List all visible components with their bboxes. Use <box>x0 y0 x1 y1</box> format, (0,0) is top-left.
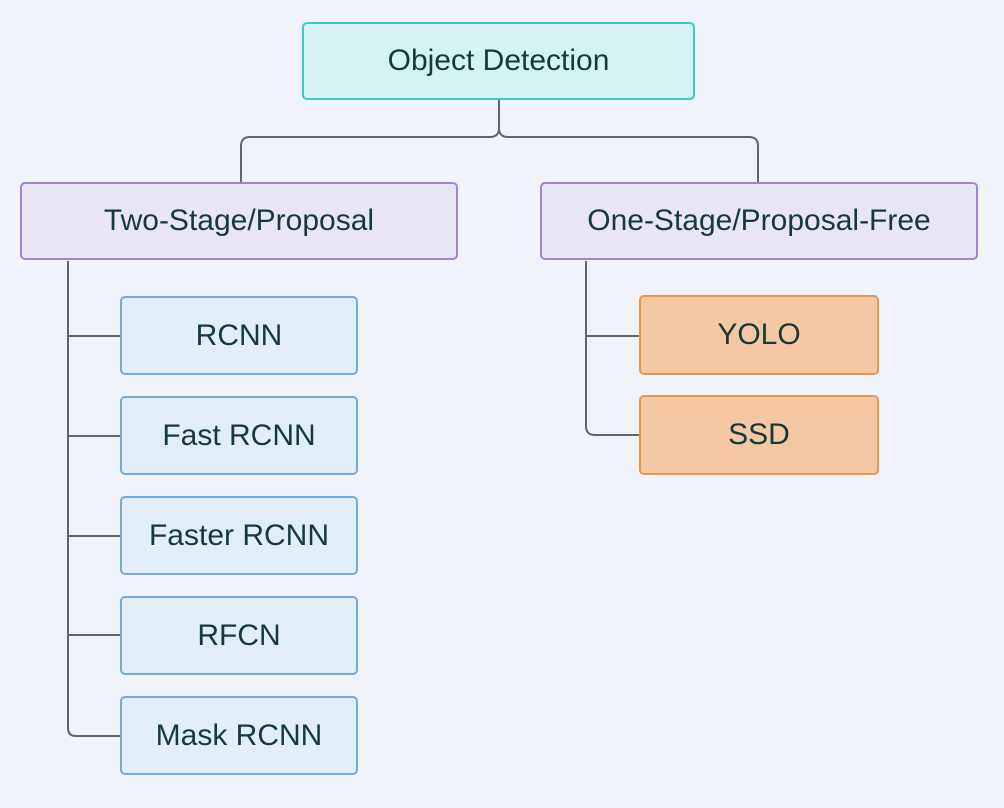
category-node-two-stage: Two-Stage/Proposal <box>20 182 458 260</box>
method-node-rcnn: RCNN <box>120 296 358 375</box>
method-label: Mask RCNN <box>155 718 323 752</box>
method-label: Faster RCNN <box>148 518 329 552</box>
root-to-categories-connector <box>240 100 500 182</box>
two-stage-trunk <box>67 261 120 737</box>
method-node-mask-rcnn: Mask RCNN <box>120 696 358 775</box>
root-to-one-stage-connector <box>498 127 759 182</box>
category-node-one-stage: One-Stage/Proposal-Free <box>540 182 978 260</box>
category-label-two-stage: Two-Stage/Proposal <box>103 204 375 237</box>
one-stage-trunk <box>585 261 639 436</box>
method-label: SSD <box>728 418 790 451</box>
method-node-faster-rcnn: Faster RCNN <box>120 496 358 575</box>
method-node-ssd: SSD <box>639 395 879 475</box>
method-label: RCNN <box>195 318 283 352</box>
method-label: Fast RCNN <box>162 418 316 452</box>
category-label-one-stage: One-Stage/Proposal-Free <box>587 204 931 237</box>
root-node-object-detection: Object Detection <box>302 22 695 100</box>
method-label: RFCN <box>197 618 281 652</box>
method-node-rfcn: RFCN <box>120 596 358 675</box>
method-label: YOLO <box>717 318 801 351</box>
method-node-yolo: YOLO <box>639 295 879 375</box>
method-node-fast-rcnn: Fast RCNN <box>120 396 358 475</box>
root-label: Object Detection <box>387 44 610 77</box>
